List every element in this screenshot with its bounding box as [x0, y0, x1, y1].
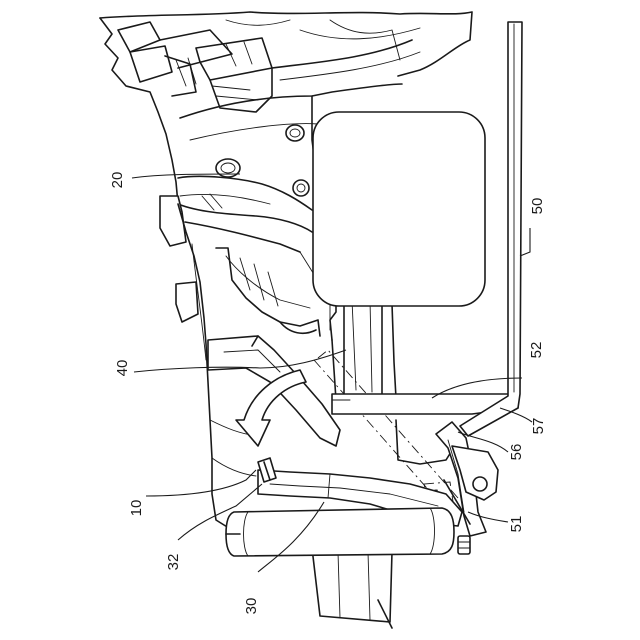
label-56: 56: [508, 444, 525, 461]
component-10: [226, 508, 454, 556]
label-10: 10: [128, 500, 145, 517]
label-57: 57: [530, 418, 547, 435]
label-52: 52: [528, 342, 545, 359]
leader-10: [146, 470, 256, 496]
label-40: 40: [114, 360, 131, 377]
label-30: 30: [243, 598, 260, 615]
label-20: 20: [109, 172, 126, 189]
label-32: 32: [165, 554, 182, 571]
label-50: 50: [529, 198, 546, 215]
label-51: 51: [508, 516, 525, 533]
rounded-block: [313, 112, 485, 306]
